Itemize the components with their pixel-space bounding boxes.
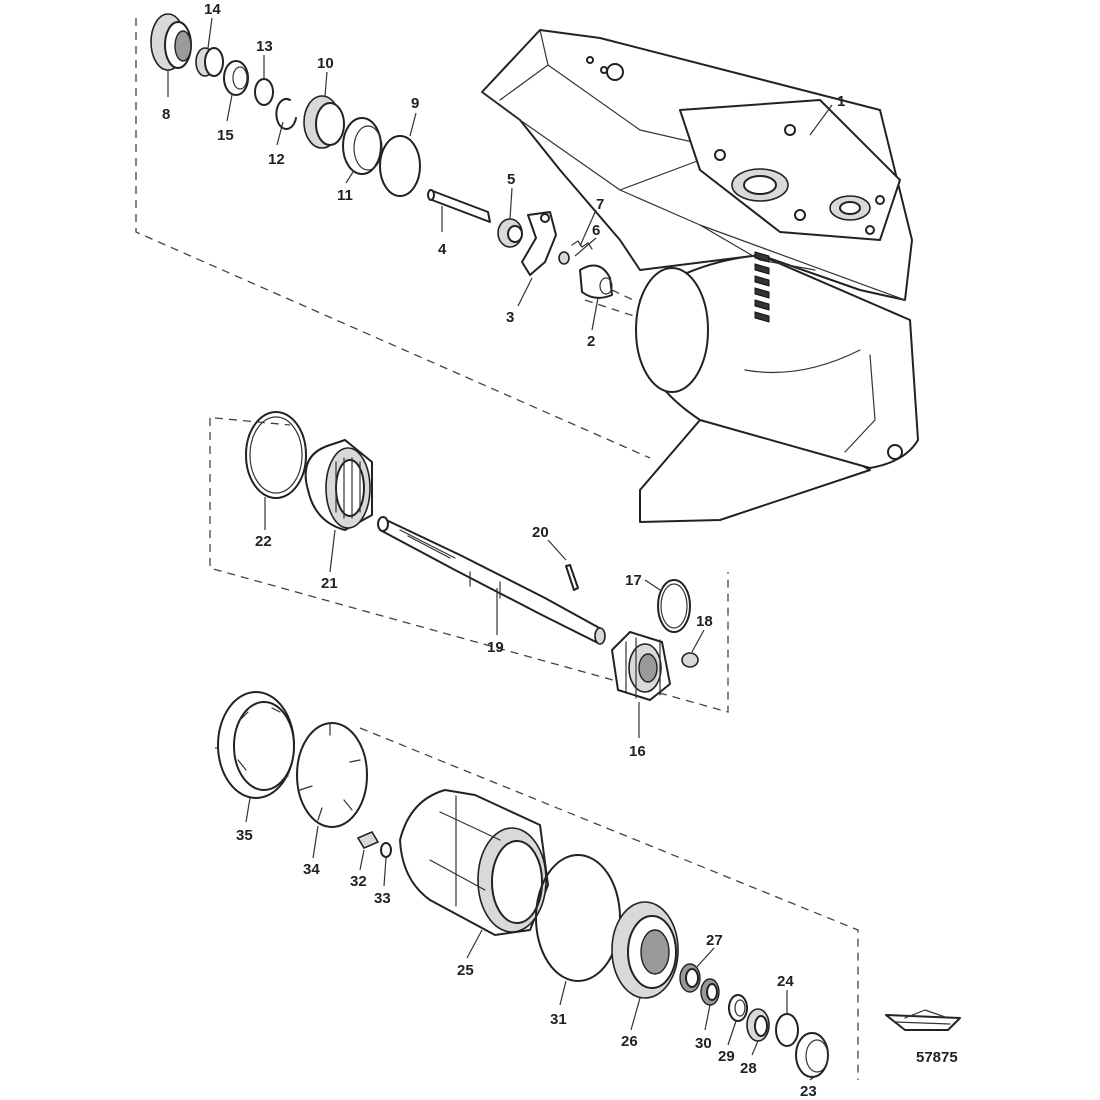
assembly-boundary-upper [135, 18, 859, 1080]
part-28-bushing [746, 1008, 770, 1042]
callout-23: 23 [800, 1083, 817, 1100]
part-12-snap-ring [275, 97, 297, 130]
callout-31: 31 [550, 1011, 567, 1028]
callout-29: 29 [718, 1048, 735, 1065]
part-3-cam-follower [521, 211, 557, 276]
callout-17: 17 [625, 572, 642, 589]
part-20-pin [565, 564, 579, 591]
part-7-spring [571, 240, 593, 250]
part-26-bearing [611, 901, 679, 999]
callout-32: 32 [350, 873, 367, 890]
part-4-shift-shaft [427, 189, 491, 223]
part-31-large-o-ring [535, 854, 621, 982]
water-intake-slots [754, 251, 770, 323]
part-17-spring-ring [657, 579, 691, 633]
part-14-bearing [195, 47, 224, 77]
callout-13: 13 [256, 38, 273, 55]
callout-27: 27 [706, 932, 723, 949]
callout-19: 19 [487, 639, 504, 656]
part-35-retainer-ring [217, 691, 295, 799]
part-16-clutch [611, 631, 671, 701]
boat-icon [885, 1009, 961, 1031]
callout-10: 10 [317, 55, 334, 72]
part-34-tab-washer [296, 722, 368, 828]
part-22-ring [245, 411, 307, 499]
callout-18: 18 [696, 613, 713, 630]
callout-5: 5 [507, 171, 515, 188]
callout-25: 25 [457, 962, 474, 979]
callout-4: 4 [438, 241, 447, 258]
part-11-sleeve [342, 117, 383, 175]
callout-7: 7 [596, 196, 604, 213]
part-29-spacer [728, 994, 748, 1022]
callout-8: 8 [162, 106, 170, 123]
callout-26: 26 [621, 1033, 638, 1050]
callout-12: 12 [268, 151, 285, 168]
callout-3: 3 [506, 309, 514, 326]
part-9-o-ring [379, 135, 421, 197]
part-15-bearing-race [223, 60, 249, 96]
callout-9: 9 [411, 95, 419, 112]
part-27-seal [679, 963, 701, 993]
callout-6: 6 [592, 222, 600, 239]
diagram-reference-number: 57875 [916, 1049, 958, 1066]
part-30-washer [700, 978, 720, 1006]
callout-20: 20 [532, 524, 549, 541]
callout-33: 33 [374, 890, 391, 907]
callout-16: 16 [629, 743, 646, 760]
callout-21: 21 [321, 575, 338, 592]
callout-1: 1 [837, 93, 845, 110]
part-21-forward-gear [304, 439, 373, 531]
callout-35: 35 [236, 827, 253, 844]
part-5-cam [497, 218, 523, 248]
part-33-o-ring [380, 842, 392, 858]
part-2-cam-cap [579, 264, 613, 299]
part-10-bearing-cup [303, 95, 345, 149]
callout-30: 30 [695, 1035, 712, 1052]
callout-34: 34 [303, 861, 320, 878]
part-13-washer [254, 78, 274, 106]
part-25-bearing-carrier [399, 789, 549, 936]
callout-15: 15 [217, 127, 234, 144]
part-24-washer [775, 1013, 799, 1047]
part-18-pin [681, 652, 699, 668]
part-32-fitting [356, 830, 380, 850]
callout-14: 14 [204, 1, 221, 18]
callout-2: 2 [587, 333, 595, 350]
leader-lines [167, 17, 833, 1081]
callout-28: 28 [740, 1060, 757, 1077]
callout-24: 24 [777, 973, 794, 990]
part-8-seal-carrier [150, 13, 192, 71]
gearcase-housing [481, 29, 919, 523]
callout-11: 11 [337, 187, 353, 204]
part-23-thrust-hub [795, 1032, 829, 1078]
part-19-propeller-shaft [377, 516, 606, 645]
part-6-guide-block [558, 251, 570, 265]
callout-22: 22 [255, 533, 272, 550]
callout-labels: 1 2 3 4 5 6 7 8 9 10 11 12 13 14 15 16 1… [162, 1, 958, 1100]
